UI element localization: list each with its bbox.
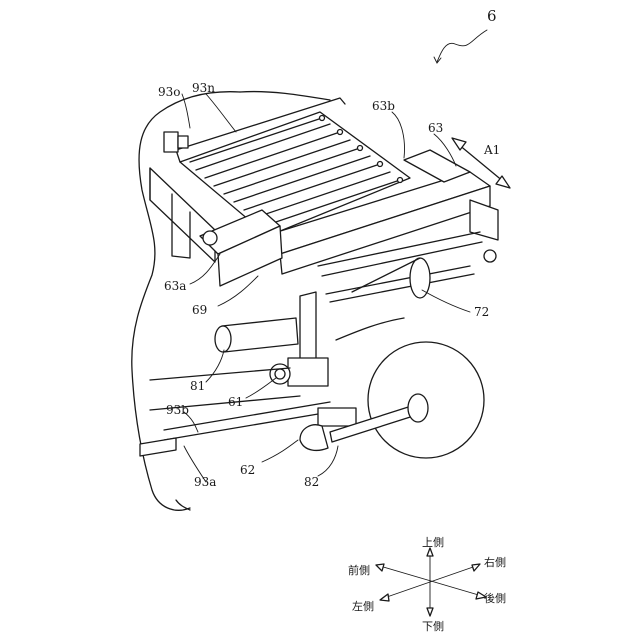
compass-down-arrow bbox=[427, 608, 433, 616]
direction-compass: 上側 右側 前側 左側 後側 下側 bbox=[348, 536, 506, 633]
roller-81-end bbox=[215, 326, 231, 352]
label-a1: A1 bbox=[483, 143, 500, 157]
label-93o: 93o bbox=[158, 85, 181, 99]
label-62: 62 bbox=[240, 463, 255, 477]
label-61: 61 bbox=[228, 395, 243, 409]
pivot-circle bbox=[203, 231, 217, 245]
figure-number: 6 bbox=[487, 7, 497, 25]
shaft-82-hub bbox=[408, 394, 428, 422]
label-93n: 93n bbox=[192, 81, 215, 95]
bracket-93o-block bbox=[178, 136, 188, 148]
motor-61-face bbox=[270, 364, 290, 384]
motor-61 bbox=[288, 358, 328, 386]
compass-up-arrow bbox=[427, 548, 433, 556]
label-93a: 93a bbox=[194, 475, 216, 489]
bracket-93o bbox=[164, 132, 178, 152]
compass-up-label: 上側 bbox=[422, 536, 444, 549]
compass-left-label: 左側 bbox=[352, 600, 374, 613]
label-72: 72 bbox=[474, 305, 489, 319]
beam-63-endcap bbox=[470, 200, 498, 240]
compass-front-back-axis bbox=[380, 566, 482, 596]
compass-front-arrow bbox=[376, 564, 384, 571]
clamp-block bbox=[318, 408, 356, 426]
label-81: 81 bbox=[190, 379, 205, 393]
lower-rail-upper bbox=[150, 368, 290, 380]
compass-left-arrow bbox=[380, 594, 389, 601]
label-63a: 63a bbox=[164, 279, 186, 293]
label-63: 63 bbox=[428, 121, 443, 135]
compass-front-label: 前側 bbox=[348, 563, 370, 577]
label-69: 69 bbox=[192, 303, 207, 317]
figure-number-leader bbox=[437, 30, 487, 62]
roller-81 bbox=[222, 318, 298, 352]
label-82: 82 bbox=[304, 475, 319, 489]
compass-back-label: 後側 bbox=[484, 591, 506, 605]
knob-right bbox=[484, 250, 496, 262]
compass-down-label: 下側 bbox=[422, 620, 444, 633]
compass-right-arrow bbox=[472, 564, 480, 571]
label-93b: 93b bbox=[166, 403, 189, 417]
bottom-cut bbox=[176, 500, 190, 510]
lower-bracket bbox=[140, 438, 176, 456]
cutaway-top bbox=[240, 92, 330, 100]
clamp-62 bbox=[300, 425, 328, 451]
reel-belt-top bbox=[336, 318, 404, 340]
compass-right-label: 右側 bbox=[484, 555, 506, 569]
label-63b: 63b bbox=[372, 99, 395, 113]
